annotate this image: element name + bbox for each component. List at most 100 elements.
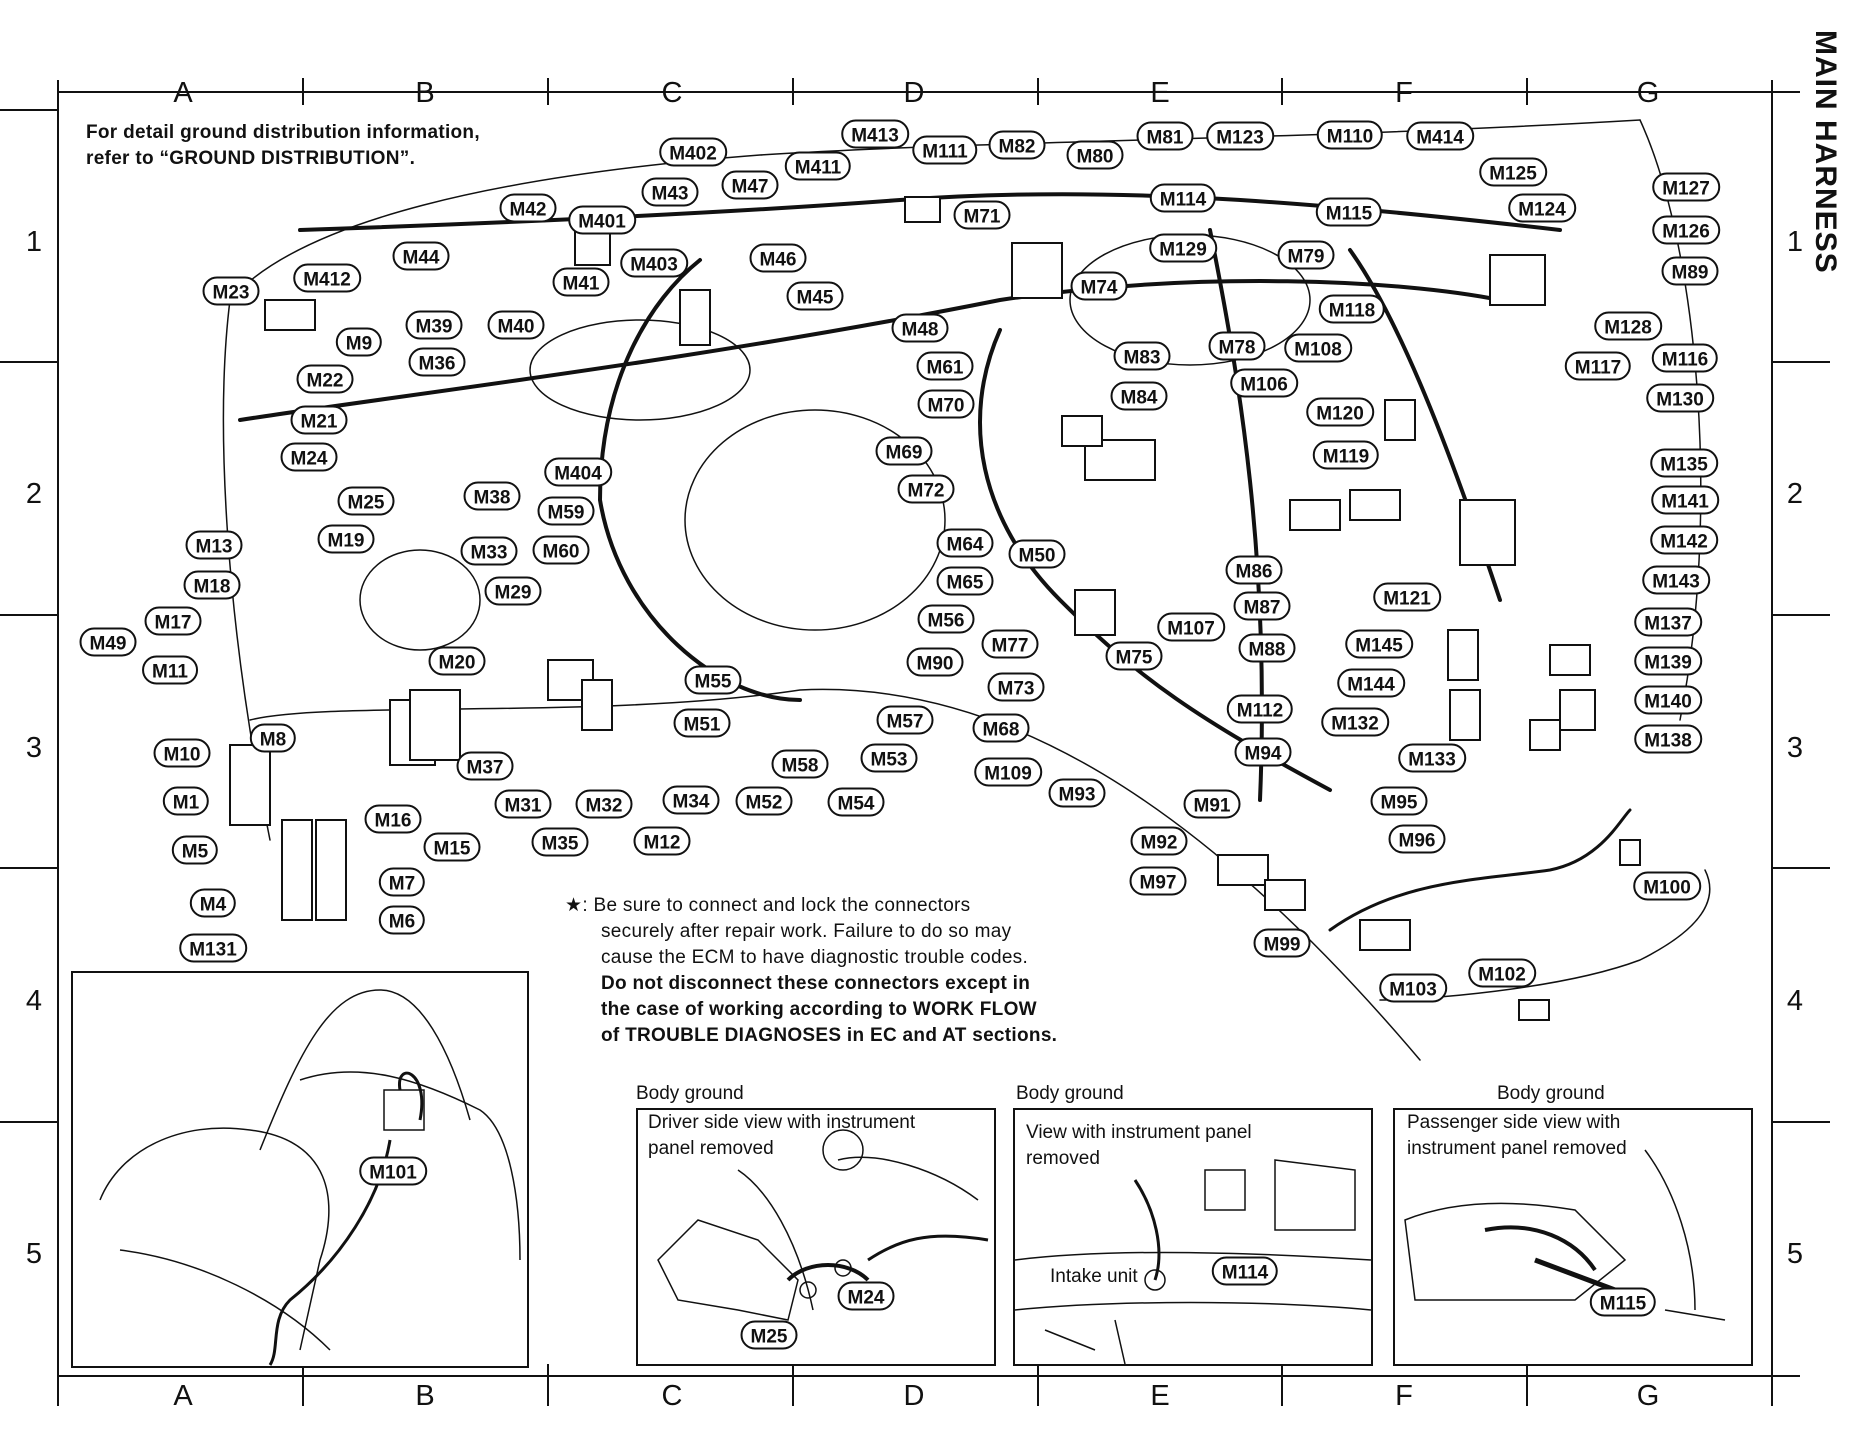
connector-callout-m29[interactable]: M29 bbox=[484, 576, 542, 606]
connector-callout-m132[interactable]: M132 bbox=[1321, 707, 1389, 737]
connector-callout-m133[interactable]: M133 bbox=[1398, 743, 1466, 773]
connector-callout-m75[interactable]: M75 bbox=[1105, 641, 1163, 671]
connector-callout-m12[interactable]: M12 bbox=[633, 826, 691, 856]
connector-callout-m73[interactable]: M73 bbox=[987, 672, 1045, 702]
connector-callout-m116[interactable]: M116 bbox=[1651, 343, 1719, 373]
connector-callout-m8[interactable]: M8 bbox=[249, 723, 297, 753]
connector-callout-m43[interactable]: M43 bbox=[641, 177, 699, 207]
ground-callout-m115[interactable]: M115 bbox=[1589, 1287, 1657, 1317]
connector-callout-m69[interactable]: M69 bbox=[875, 436, 933, 466]
connector-callout-m35[interactable]: M35 bbox=[531, 827, 589, 857]
connector-callout-m23[interactable]: M23 bbox=[202, 276, 260, 306]
connector-callout-m110[interactable]: M110 bbox=[1316, 120, 1384, 150]
connector-callout-m31[interactable]: M31 bbox=[494, 789, 552, 819]
connector-callout-m91[interactable]: M91 bbox=[1183, 789, 1241, 819]
connector-callout-m49[interactable]: M49 bbox=[79, 627, 137, 657]
connector-callout-m17[interactable]: M17 bbox=[144, 606, 202, 636]
connector-callout-m103[interactable]: M103 bbox=[1379, 973, 1447, 1003]
connector-callout-m52[interactable]: M52 bbox=[735, 786, 793, 816]
ground-callout-m25[interactable]: M25 bbox=[740, 1320, 798, 1350]
connector-callout-m121[interactable]: M121 bbox=[1373, 582, 1441, 612]
connector-callout-m11[interactable]: M11 bbox=[142, 655, 198, 685]
connector-callout-m127[interactable]: M127 bbox=[1652, 172, 1720, 202]
connector-callout-m145[interactable]: M145 bbox=[1345, 629, 1413, 659]
connector-callout-m19[interactable]: M19 bbox=[317, 524, 375, 554]
connector-callout-m95[interactable]: M95 bbox=[1370, 786, 1428, 816]
connector-callout-m123[interactable]: M123 bbox=[1206, 121, 1274, 151]
connector-callout-m79[interactable]: M79 bbox=[1277, 240, 1335, 270]
connector-callout-m102[interactable]: M102 bbox=[1468, 958, 1536, 988]
connector-callout-m124[interactable]: M124 bbox=[1508, 193, 1576, 223]
connector-callout-m44[interactable]: M44 bbox=[392, 241, 450, 271]
connector-callout-m70[interactable]: M70 bbox=[917, 389, 975, 419]
connector-callout-m34[interactable]: M34 bbox=[662, 785, 720, 815]
connector-callout-m142[interactable]: M142 bbox=[1650, 525, 1718, 555]
connector-callout-m21[interactable]: M21 bbox=[290, 405, 348, 435]
connector-callout-m144[interactable]: M144 bbox=[1337, 668, 1405, 698]
connector-callout-m4[interactable]: M4 bbox=[189, 888, 237, 918]
connector-callout-m138[interactable]: M138 bbox=[1634, 724, 1702, 754]
connector-callout-m130[interactable]: M130 bbox=[1646, 383, 1714, 413]
connector-callout-m135[interactable]: M135 bbox=[1650, 448, 1718, 478]
connector-callout-m38[interactable]: M38 bbox=[463, 481, 521, 511]
connector-callout-m94[interactable]: M94 bbox=[1234, 737, 1292, 767]
connector-callout-m65[interactable]: M65 bbox=[936, 566, 994, 596]
connector-callout-m41[interactable]: M41 bbox=[552, 267, 610, 297]
ground-callout-m114[interactable]: M114 bbox=[1211, 1256, 1279, 1286]
connector-callout-m58[interactable]: M58 bbox=[771, 749, 829, 779]
connector-callout-m16[interactable]: M16 bbox=[364, 804, 422, 834]
connector-callout-m25[interactable]: M25 bbox=[337, 486, 395, 516]
connector-callout-m92[interactable]: M92 bbox=[1130, 826, 1188, 856]
connector-callout-m47[interactable]: M47 bbox=[721, 170, 779, 200]
connector-callout-m5[interactable]: M5 bbox=[171, 835, 219, 865]
connector-callout-m139[interactable]: M139 bbox=[1634, 646, 1702, 676]
connector-callout-m39[interactable]: M39 bbox=[405, 310, 463, 340]
connector-callout-m118[interactable]: M118 bbox=[1318, 294, 1386, 324]
connector-callout-m74[interactable]: M74 bbox=[1070, 271, 1128, 301]
connector-callout-m107[interactable]: M107 bbox=[1157, 612, 1225, 642]
connector-callout-m109[interactable]: M109 bbox=[974, 757, 1042, 787]
connector-callout-m80[interactable]: M80 bbox=[1066, 140, 1124, 170]
connector-callout-m15[interactable]: M15 bbox=[423, 832, 481, 862]
connector-callout-m36[interactable]: M36 bbox=[408, 347, 466, 377]
connector-callout-m119[interactable]: M119 bbox=[1312, 440, 1380, 470]
connector-callout-m48[interactable]: M48 bbox=[891, 313, 949, 343]
connector-callout-m46[interactable]: M46 bbox=[749, 243, 807, 273]
connector-callout-m20[interactable]: M20 bbox=[428, 646, 486, 676]
connector-callout-m9[interactable]: M9 bbox=[335, 327, 383, 357]
connector-callout-m68[interactable]: M68 bbox=[972, 713, 1030, 743]
connector-callout-m125[interactable]: M125 bbox=[1479, 157, 1547, 187]
connector-callout-m22[interactable]: M22 bbox=[296, 364, 354, 394]
connector-callout-m64[interactable]: M64 bbox=[936, 528, 994, 558]
connector-callout-m37[interactable]: M37 bbox=[456, 751, 514, 781]
connector-callout-m99[interactable]: M99 bbox=[1253, 928, 1311, 958]
connector-callout-m115[interactable]: M115 bbox=[1315, 197, 1383, 227]
connector-callout-m86[interactable]: M86 bbox=[1225, 555, 1283, 585]
connector-callout-m100[interactable]: M100 bbox=[1633, 871, 1701, 901]
connector-callout-m140[interactable]: M140 bbox=[1634, 685, 1702, 715]
connector-callout-m108[interactable]: M108 bbox=[1284, 333, 1352, 363]
connector-callout-m97[interactable]: M97 bbox=[1129, 866, 1187, 896]
connector-callout-m45[interactable]: M45 bbox=[786, 281, 844, 311]
connector-callout-m59[interactable]: M59 bbox=[537, 496, 595, 526]
connector-callout-m106[interactable]: M106 bbox=[1230, 368, 1298, 398]
connector-callout-m403[interactable]: M403 bbox=[620, 248, 688, 278]
connector-callout-m56[interactable]: M56 bbox=[917, 604, 975, 634]
connector-callout-m112[interactable]: M112 bbox=[1226, 694, 1294, 724]
connector-callout-m402[interactable]: M402 bbox=[659, 137, 727, 167]
connector-callout-m83[interactable]: M83 bbox=[1113, 341, 1171, 371]
connector-callout-m55[interactable]: M55 bbox=[684, 665, 742, 695]
connector-callout-m60[interactable]: M60 bbox=[532, 535, 590, 565]
connector-callout-m131[interactable]: M131 bbox=[179, 933, 247, 963]
connector-callout-m77[interactable]: M77 bbox=[981, 629, 1039, 659]
connector-callout-m61[interactable]: M61 bbox=[916, 351, 974, 381]
connector-callout-m90[interactable]: M90 bbox=[906, 647, 964, 677]
connector-callout-m13[interactable]: M13 bbox=[185, 530, 243, 560]
connector-callout-m404[interactable]: M404 bbox=[544, 457, 612, 487]
connector-callout-m42[interactable]: M42 bbox=[499, 193, 557, 223]
connector-callout-m33[interactable]: M33 bbox=[460, 536, 518, 566]
connector-callout-m126[interactable]: M126 bbox=[1652, 215, 1720, 245]
connector-callout-m18[interactable]: M18 bbox=[183, 570, 241, 600]
connector-callout-m88[interactable]: M88 bbox=[1238, 633, 1296, 663]
connector-callout-m143[interactable]: M143 bbox=[1642, 565, 1710, 595]
